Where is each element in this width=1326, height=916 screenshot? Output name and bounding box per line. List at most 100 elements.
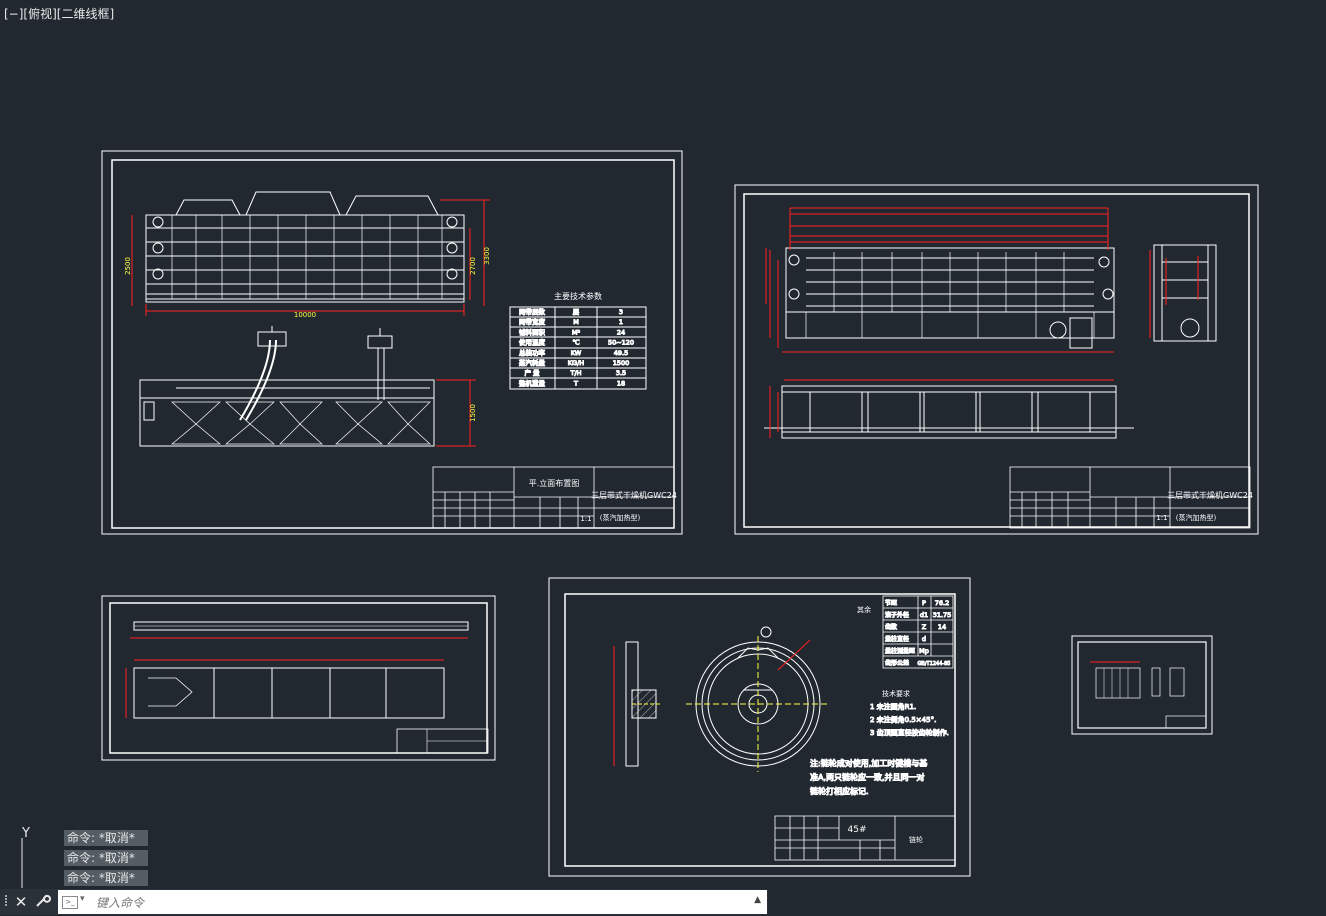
spec-symbol: GB/T1244-85 <box>918 661 951 667</box>
title-block-2 <box>1009 466 1251 529</box>
frame-front-view <box>785 247 1115 349</box>
param-value: 3 <box>619 308 623 316</box>
spec-value: 31.75 <box>933 611 952 619</box>
spec-table <box>882 595 954 669</box>
part-name-label: 链轮 <box>909 835 923 844</box>
command-input-wrapper[interactable]: >_ ▾ ▲ <box>58 890 767 914</box>
frame-plan-dimensions <box>769 379 1114 438</box>
param-unit: M² <box>572 328 581 336</box>
command-input[interactable] <box>94 892 738 914</box>
title-block <box>432 466 675 529</box>
param-name: 整机重量 <box>519 378 546 387</box>
spec-symbol: d1 <box>920 611 928 619</box>
sprocket-front <box>686 626 830 772</box>
chevron-up-icon[interactable]: ▲ <box>754 895 761 905</box>
chevron-down-icon[interactable]: ▾ <box>80 894 85 904</box>
sprocket-section <box>613 641 660 767</box>
sheet1-product-sub: (蒸汽加热型) <box>600 513 641 522</box>
tech-title: 技术要求 <box>882 689 910 698</box>
tech-item: 2 未注倒角0.5×45°. <box>870 715 936 724</box>
spec-symbol: Z <box>922 623 927 631</box>
param-name: 网带宽度 <box>519 317 546 326</box>
command-history-line: 命令: *取消* <box>64 850 148 866</box>
note-line: 准A,两只链轮应一致,并且同一对 <box>810 772 925 782</box>
grip-handle-icon[interactable] <box>3 894 9 910</box>
param-unit: KW <box>571 349 582 357</box>
material-label: 45# <box>848 825 867 835</box>
param-unit: KG/H <box>568 359 584 367</box>
sheet-belt-section[interactable] <box>101 595 496 761</box>
viewport-label[interactable]: [−][俯视][二维线框] <box>4 7 115 21</box>
frame-side-view <box>1153 244 1217 342</box>
spec-name: 节距 <box>885 599 897 607</box>
sheet-general-layout[interactable]: 10000 2500 2700 3300 <box>101 150 683 535</box>
param-value: 3.5 <box>616 369 626 377</box>
parameter-rows: 网带层数 层 3 网带宽度 M 1 铺料面积 M² 24 使用温度 ℃ 50~120 总装功率 KW 49.… <box>519 307 635 388</box>
command-history-line: 命令: *取消* <box>64 830 148 846</box>
spec-name: 量柱直径 <box>885 635 909 643</box>
dim-side: 1500 <box>469 404 477 422</box>
frame-front-dimensions <box>765 207 1114 353</box>
sheet1-title-name: 平.立面布置图 <box>529 478 580 488</box>
note-line: 链轮打相应标记. <box>810 786 869 796</box>
param-name: 使用温度 <box>519 338 546 347</box>
command-line-bar[interactable]: ✕ >_ ▾ ▲ <box>0 889 768 915</box>
param-name: 蒸汽耗量 <box>519 358 546 367</box>
spec-name: 滚子外径 <box>885 611 909 619</box>
sheet-frame-assembly[interactable]: 三层带式干燥机GWC24 (蒸汽加热型) 1:1 <box>734 184 1259 535</box>
param-value: 1 <box>619 318 623 326</box>
command-history: 命令: *取消* 命令: *取消* 命令: *取消* <box>64 830 148 890</box>
spec-value: 76.2 <box>935 599 949 607</box>
command-history-line: 命令: *取消* <box>64 870 148 886</box>
command-prompt-icon[interactable]: >_ <box>62 896 78 909</box>
elevation-dimensions <box>131 199 490 316</box>
roughness-label: 其余 <box>857 605 871 614</box>
sheet-small[interactable] <box>1071 635 1213 735</box>
wrench-icon[interactable] <box>33 892 53 912</box>
param-value: 50~120 <box>608 339 634 347</box>
dim-height-left: 2500 <box>124 257 132 275</box>
sheet2-product: 三层带式干燥机GWC24 <box>1167 490 1253 500</box>
param-value: 18 <box>617 379 625 387</box>
param-name: 网带层数 <box>519 307 546 316</box>
spec-name: 齿数 <box>885 623 897 631</box>
frame-side-dimensions <box>1149 250 1199 338</box>
spec-symbol: d <box>922 635 926 643</box>
param-unit: T <box>573 379 578 387</box>
param-value: 1500 <box>613 359 630 367</box>
sheet1-scale: 1:1 <box>580 515 591 523</box>
spec-name: 量柱测量距 <box>885 647 915 655</box>
tech-item: 1 未注圆角R1. <box>870 702 916 711</box>
dim-height-right2: 3300 <box>483 247 491 265</box>
param-name: 铺料面积 <box>519 327 546 336</box>
spec-value: 14 <box>938 623 946 631</box>
parameter-table: 主要技术参数 <box>509 291 647 390</box>
tech-item: 3 齿顶圆直径按齿轮制作. <box>870 728 949 737</box>
sheet2-product-sub: (蒸汽加热型) <box>1176 513 1217 522</box>
param-value: 49.5 <box>614 349 628 357</box>
frame-plan-view <box>764 385 1134 439</box>
sheet2-scale: 1:1 <box>1156 514 1167 522</box>
param-name: 产 量 <box>524 368 540 377</box>
plan-dimensions <box>436 379 476 447</box>
dim-length: 10000 <box>294 311 316 319</box>
param-unit: ℃ <box>572 339 579 347</box>
spec-symbol: P <box>922 599 926 607</box>
plan-view <box>139 326 435 447</box>
title-block-4 <box>774 815 956 861</box>
parameter-table-title: 主要技术参数 <box>554 291 602 301</box>
note-line: 注:链轮成对使用,加工时键槽与基 <box>810 758 927 768</box>
elevation-view <box>145 191 465 303</box>
param-name: 总装功率 <box>519 348 546 357</box>
param-unit: 层 <box>573 308 580 316</box>
ucs-y-label: Y <box>21 826 30 841</box>
sheet1-product: 三层带式干燥机GWC24 <box>591 490 677 500</box>
param-unit: M <box>573 318 579 326</box>
close-icon[interactable]: ✕ <box>14 893 28 911</box>
param-value: 24 <box>617 328 625 336</box>
dim-height-right: 2700 <box>469 257 477 275</box>
